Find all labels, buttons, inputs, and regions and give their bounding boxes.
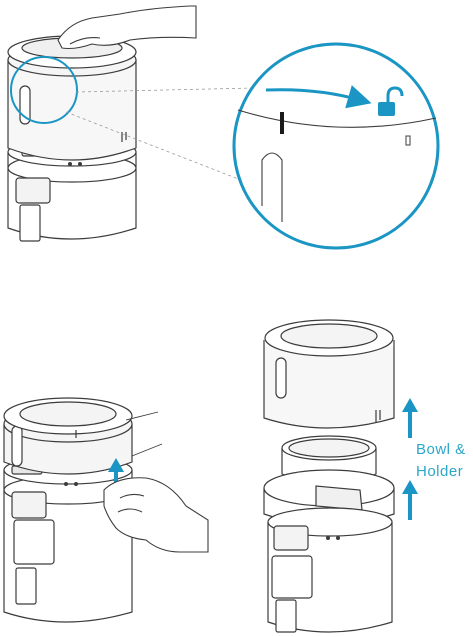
zoom-detail (234, 44, 438, 248)
step1-feeder (8, 36, 136, 241)
step3-base (264, 470, 394, 632)
bowl-holder-label-line2: Holder (416, 462, 463, 481)
arrow-up-icon (402, 398, 418, 438)
arrow-up-icon (402, 480, 418, 520)
step3-container (264, 320, 394, 428)
bowl-holder-label-line1: Bowl & (416, 440, 466, 459)
hand-icon (58, 6, 196, 49)
